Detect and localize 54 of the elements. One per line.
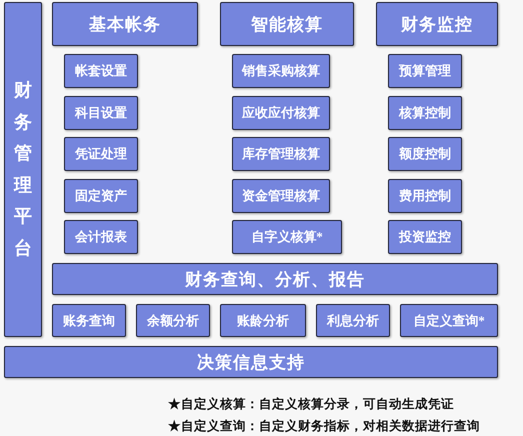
module-box (220, 304, 306, 337)
module-box (388, 220, 462, 254)
layer-banner (4, 346, 498, 378)
node-label: 投资监控 (399, 228, 451, 246)
module-box (64, 54, 138, 88)
layer-banner (52, 263, 498, 295)
node-label: 自定义查询* (413, 312, 485, 330)
module-box (64, 96, 138, 130)
node-label: 额度控制 (399, 145, 451, 163)
node-label: 会计报表 (75, 228, 127, 246)
node-label: 科目设置 (75, 104, 127, 122)
node-label: 应收应付核算 (242, 104, 320, 122)
module-box (388, 179, 462, 213)
node-label: 费用控制 (399, 187, 451, 205)
node-label: 账务查询 (63, 312, 115, 330)
category-header (376, 2, 498, 46)
node-label: 账龄分析 (237, 312, 289, 330)
node-label: 基本帐务 (89, 14, 161, 36)
node-label: 资金管理核算 (242, 187, 320, 205)
node-label: 决策信息支持 (197, 352, 305, 374)
module-box (232, 96, 330, 130)
node-label: 财务管理平台 (14, 79, 32, 260)
module-box (388, 54, 462, 88)
footnote: ★自定义核算：自定义核算分录，可自动生成凭证 (168, 396, 454, 413)
node-label: 自字义核算* (251, 228, 323, 246)
node-label: 余额分析 (147, 312, 199, 330)
module-box (388, 96, 462, 130)
node-label: 固定资产 (75, 187, 127, 205)
vertical-platform-bar (4, 2, 42, 337)
node-label: 销售采购核算 (242, 62, 320, 80)
module-box (136, 304, 210, 337)
module-box (232, 179, 330, 213)
module-box (316, 304, 390, 337)
node-label: 智能核算 (251, 14, 323, 36)
category-header (220, 2, 354, 46)
module-box (52, 304, 126, 337)
category-header (52, 2, 198, 46)
module-box (64, 179, 138, 213)
node-label: 帐套设置 (75, 62, 127, 80)
node-label: 利息分析 (327, 312, 379, 330)
node-label: 凭证处理 (75, 145, 127, 163)
module-box (400, 304, 498, 337)
node-label: 财务查询、分析、报告 (185, 268, 365, 290)
footnote: ★自定义查询：自定义财务指标，对相关数据进行查询 (168, 418, 480, 435)
node-label: 财务监控 (401, 14, 473, 36)
module-box (64, 137, 138, 171)
node-label: 核算控制 (399, 104, 451, 122)
node-label: 库存管理核算 (242, 145, 320, 163)
module-box (232, 54, 330, 88)
module-box (232, 220, 342, 254)
module-box (232, 137, 330, 171)
node-label: 预算管理 (399, 62, 451, 80)
module-box (64, 220, 138, 254)
module-box (388, 137, 462, 171)
